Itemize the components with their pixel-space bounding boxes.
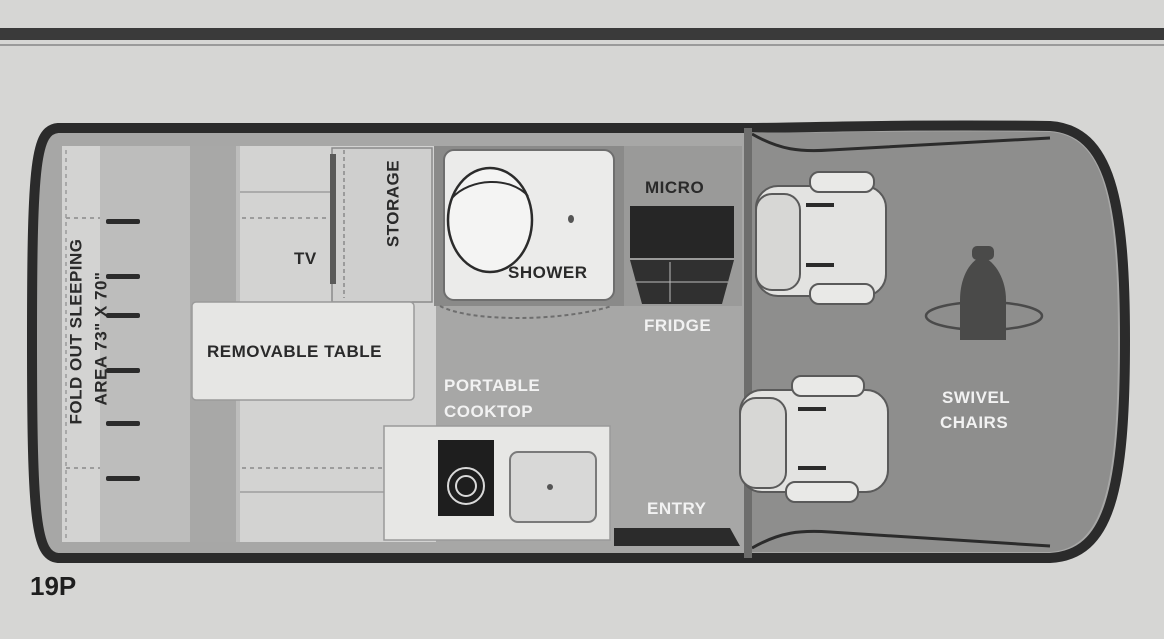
label-tv: TV	[294, 249, 317, 268]
label-shower: SHOWER	[508, 263, 588, 282]
label-cooktop: COOKTOP	[444, 402, 534, 421]
swivel-seat-headrest	[972, 246, 994, 260]
label-fold-out-area: AREA 73" X 70"	[91, 271, 111, 406]
bed-slat	[106, 274, 140, 279]
bed-slat	[106, 476, 140, 481]
label-chairs: CHAIRS	[940, 413, 1009, 432]
label-portable: PORTABLE	[444, 376, 541, 395]
seat-buckle	[798, 466, 826, 470]
cooktop-burner-inner	[455, 475, 477, 497]
seat-headrest	[809, 171, 875, 193]
seat-buckle	[798, 407, 826, 411]
label-swivel: SWIVEL	[942, 388, 1011, 407]
sink-drain	[547, 484, 553, 490]
shower-drain	[568, 215, 574, 223]
label-entry: ENTRY	[647, 499, 707, 518]
label-removable-table: REMOVABLE TABLE	[207, 342, 382, 361]
removable-table	[191, 301, 415, 401]
toilet	[446, 166, 534, 274]
cab-windshield-top	[751, 132, 1051, 153]
front-seat-bottom	[739, 375, 889, 503]
entry-step	[614, 528, 740, 546]
microwave	[630, 206, 734, 258]
model-number: 19P	[30, 571, 77, 601]
header-rule-thin	[0, 44, 1164, 46]
storage-cabinet	[331, 147, 433, 303]
toilet-seat-line	[451, 181, 529, 199]
bed-slats	[106, 219, 140, 481]
bed-slat	[106, 421, 140, 426]
label-fridge: FRIDGE	[644, 316, 712, 335]
bed-slat	[106, 368, 140, 373]
seat-headrest-2	[809, 283, 875, 305]
header-rule	[0, 28, 1164, 40]
shower-curtain	[439, 305, 613, 319]
label-micro: MICRO	[645, 178, 705, 197]
seat-headrest-2	[785, 481, 859, 503]
swivel-seat-silhouette	[960, 256, 1006, 340]
bed-slat	[106, 313, 140, 318]
seat-buckle	[806, 203, 834, 207]
seat-buckle	[806, 263, 834, 267]
cooktop-burner	[447, 467, 485, 505]
cab-windshield-bottom	[751, 529, 1051, 550]
cab-divider	[744, 128, 752, 558]
seat-back	[755, 193, 801, 291]
bed-slat	[106, 219, 140, 224]
swivel-seat-icon	[924, 246, 1044, 340]
label-fold-out-sleeping: FOLD OUT SLEEPING	[66, 238, 86, 425]
front-seat-top	[755, 171, 887, 305]
label-storage: STORAGE	[383, 159, 403, 248]
seat-back	[739, 397, 787, 489]
tv-panel	[330, 154, 336, 284]
seat-headrest	[791, 375, 865, 397]
